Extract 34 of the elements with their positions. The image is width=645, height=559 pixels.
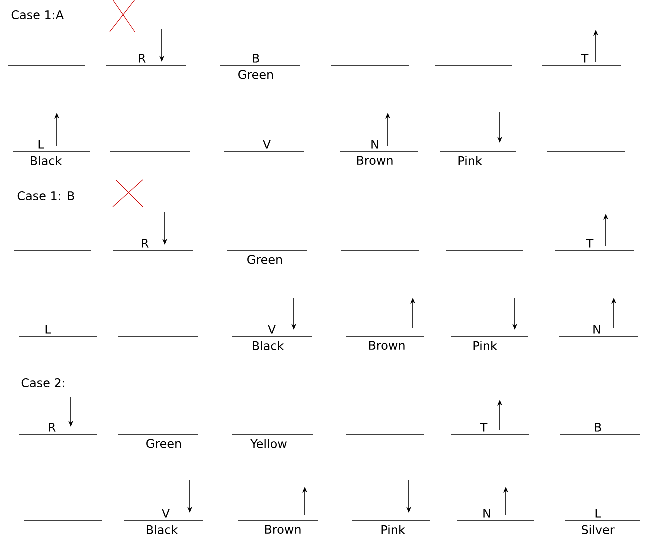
seat-slot: B bbox=[220, 54, 300, 66]
case-heading: Case 2: bbox=[22, 378, 64, 388]
case-heading: Case 1:A bbox=[12, 10, 64, 20]
seat-label: Silver bbox=[582, 525, 615, 534]
seat-slot: R bbox=[112, 239, 194, 252]
seat-label: Pink bbox=[382, 525, 406, 534]
seat-label: Brown bbox=[265, 525, 301, 534]
seat-slot: L bbox=[12, 140, 90, 152]
seat-label: Black bbox=[31, 156, 62, 166]
seat-slot: L bbox=[18, 325, 98, 338]
seat-slot: V bbox=[224, 140, 304, 152]
seat-slot: N bbox=[340, 140, 418, 152]
seat-slot: L bbox=[564, 509, 640, 522]
seat-slot: B bbox=[560, 423, 640, 436]
seat-label: Black bbox=[253, 341, 284, 350]
seat-label: Pink bbox=[458, 156, 482, 166]
case-heading: Case 1: B bbox=[18, 191, 74, 201]
seat-label: Brown bbox=[357, 156, 393, 166]
seat-label: Green bbox=[248, 255, 282, 264]
seat-slot: N bbox=[456, 509, 534, 522]
seat-label: Green bbox=[146, 439, 182, 448]
seat-slot: V bbox=[232, 325, 312, 338]
seat-slot: R bbox=[18, 423, 98, 436]
seat-slot: T bbox=[554, 239, 634, 252]
seat-slot: N bbox=[558, 325, 638, 338]
seat-slot: R bbox=[106, 54, 186, 66]
seat-label: Yellow bbox=[250, 439, 287, 448]
seat-slot: T bbox=[450, 423, 530, 436]
seat-label: Pink bbox=[474, 341, 498, 350]
seat-label: Brown bbox=[369, 341, 405, 350]
seat-label: Black bbox=[147, 525, 178, 534]
seat-label: Green bbox=[238, 70, 274, 80]
seat-slot: T bbox=[542, 54, 622, 66]
seat-slot: V bbox=[124, 509, 204, 522]
